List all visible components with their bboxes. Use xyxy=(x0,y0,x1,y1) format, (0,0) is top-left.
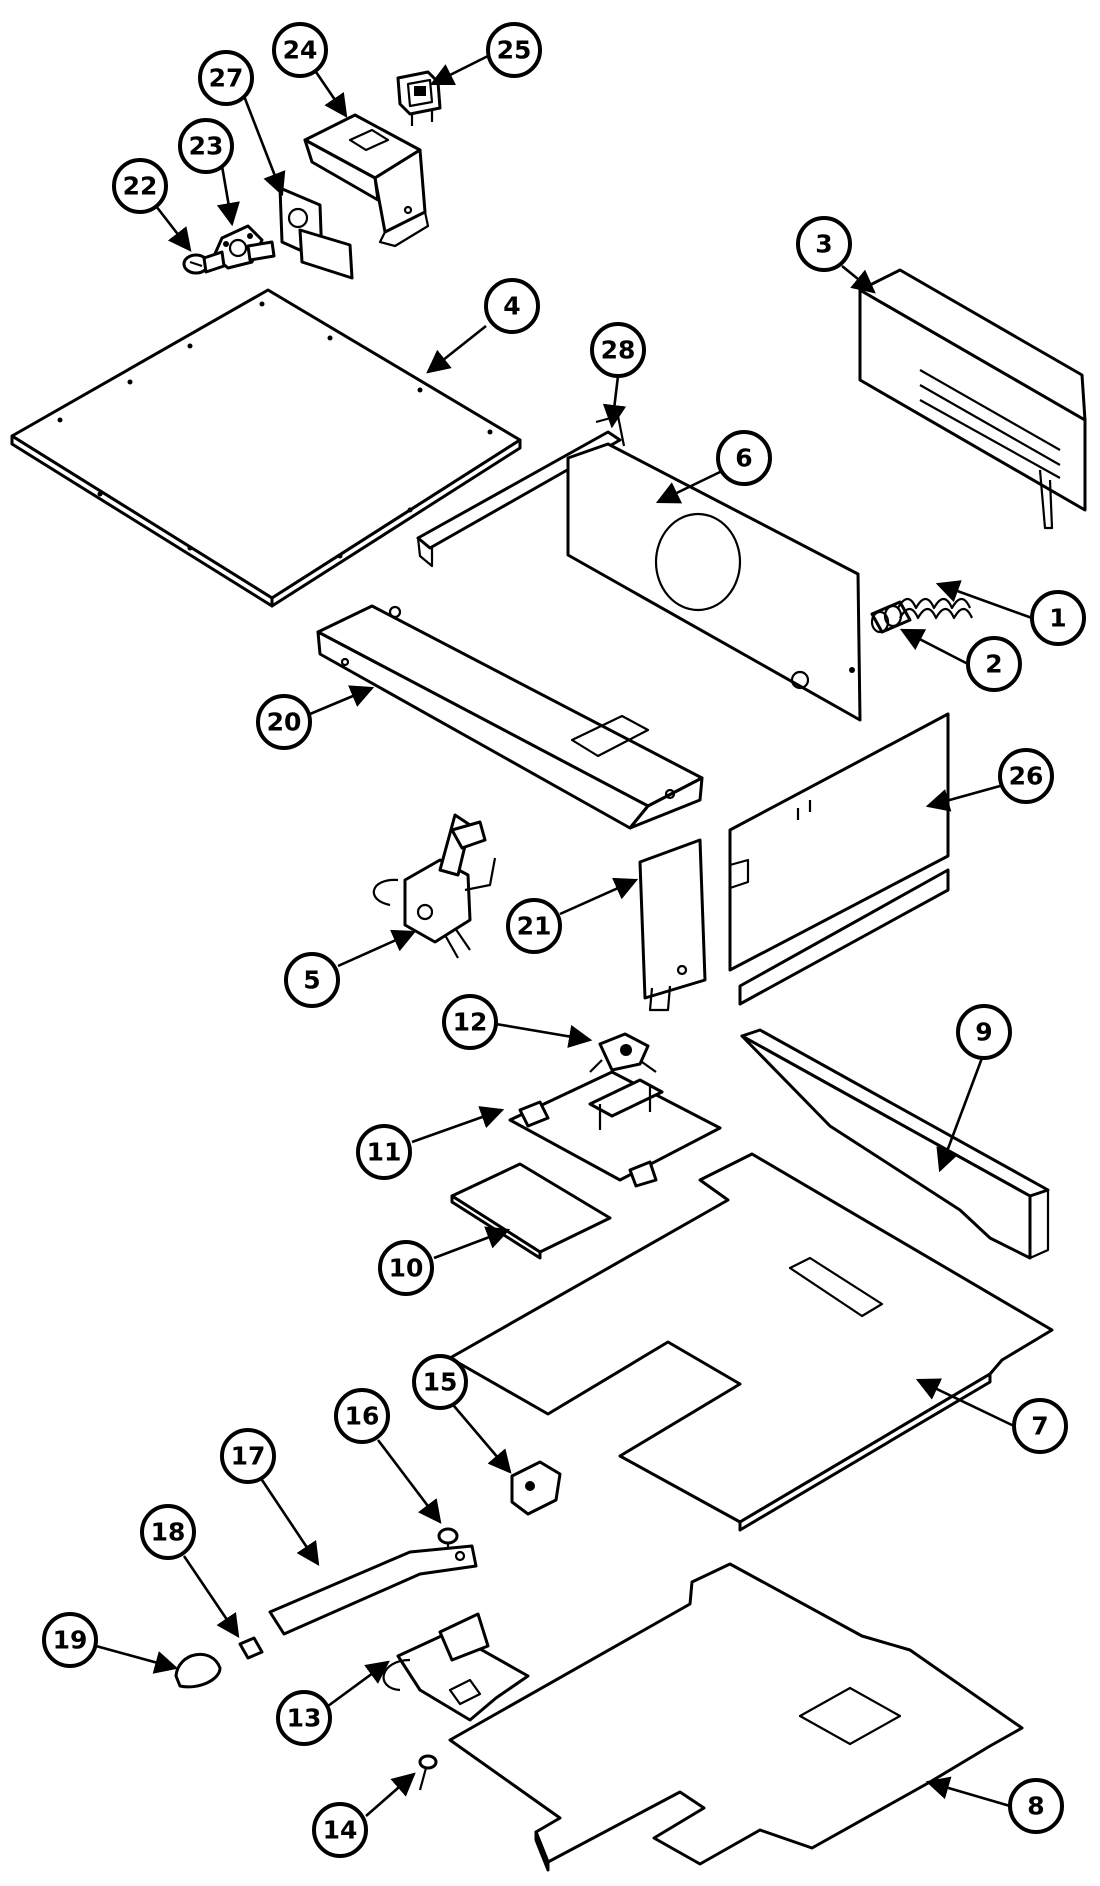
callout-17: 17 xyxy=(220,1428,276,1484)
callout-19: 19 xyxy=(42,1612,98,1668)
svg-text:23: 23 xyxy=(189,132,224,161)
svg-text:26: 26 xyxy=(1009,762,1044,791)
part-mounting-plate xyxy=(278,186,354,280)
part-knob xyxy=(174,1652,222,1689)
svg-text:24: 24 xyxy=(283,36,318,65)
svg-text:21: 21 xyxy=(517,912,552,941)
svg-text:19: 19 xyxy=(53,1626,88,1655)
svg-text:5: 5 xyxy=(303,966,320,995)
leader-lines xyxy=(95,54,1033,1817)
svg-text:22: 22 xyxy=(123,172,158,201)
callout-21: 21 xyxy=(506,898,562,954)
callout-23: 23 xyxy=(178,118,234,174)
callout-15: 15 xyxy=(412,1354,468,1410)
callout-5: 5 xyxy=(284,952,340,1008)
svg-text:15: 15 xyxy=(423,1368,458,1397)
callout-6: 6 xyxy=(716,430,772,486)
svg-text:27: 27 xyxy=(209,64,244,93)
svg-text:12: 12 xyxy=(453,1008,488,1037)
part-fan-shroud xyxy=(566,442,862,722)
part-flat-plate xyxy=(450,1162,612,1260)
part-bracket-plate xyxy=(638,838,707,1012)
part-limit-switch xyxy=(510,1460,562,1516)
callout-8: 8 xyxy=(1008,1778,1064,1834)
callout-10: 10 xyxy=(378,1240,434,1296)
svg-text:25: 25 xyxy=(497,36,532,65)
callout-1: 1 xyxy=(1030,590,1086,646)
callout-3: 3 xyxy=(796,216,852,272)
part-fan-motor xyxy=(372,813,497,959)
callout-2: 2 xyxy=(966,636,1022,692)
callout-12: 12 xyxy=(442,994,498,1050)
part-top-panel xyxy=(10,288,522,608)
part-mounting-bracket xyxy=(508,1070,722,1188)
svg-text:16: 16 xyxy=(345,1402,380,1431)
svg-text:6: 6 xyxy=(735,444,752,473)
callout-27: 27 xyxy=(198,50,254,106)
part-bottom-panel xyxy=(448,1562,1024,1872)
part-spring xyxy=(897,597,974,620)
svg-text:28: 28 xyxy=(601,336,636,365)
svg-text:1: 1 xyxy=(1049,604,1066,633)
svg-text:3: 3 xyxy=(815,230,832,259)
svg-text:18: 18 xyxy=(151,1518,186,1547)
callouts: 1 2 3 4 5 6 7 8 9 10 11 12 13 14 15 16 1… xyxy=(42,22,1086,1858)
svg-text:20: 20 xyxy=(267,708,302,737)
svg-text:7: 7 xyxy=(1031,1412,1048,1441)
callout-16: 16 xyxy=(334,1388,390,1444)
callout-9: 9 xyxy=(956,1004,1012,1060)
callout-4: 4 xyxy=(484,278,540,334)
svg-text:8: 8 xyxy=(1027,1792,1044,1821)
part-base-panel xyxy=(448,1152,1054,1532)
part-thermostat xyxy=(589,1032,657,1073)
svg-text:4: 4 xyxy=(503,292,520,321)
callout-13: 13 xyxy=(276,1690,332,1746)
callout-25: 25 xyxy=(486,22,542,78)
callout-20: 20 xyxy=(256,694,312,750)
part-fitting xyxy=(870,600,912,634)
part-lever-arm xyxy=(268,1544,478,1636)
part-rear-channel xyxy=(858,268,1087,530)
svg-text:17: 17 xyxy=(231,1442,266,1471)
callout-11: 11 xyxy=(356,1124,412,1180)
svg-text:9: 9 xyxy=(975,1018,992,1047)
part-screw-latch xyxy=(418,1754,438,1791)
part-side-panel xyxy=(728,712,950,1006)
part-center-channel xyxy=(316,604,704,830)
svg-text:13: 13 xyxy=(287,1704,322,1733)
part-screw xyxy=(182,250,226,275)
part-rail xyxy=(740,1028,1050,1260)
part-latch-assembly xyxy=(382,1612,530,1722)
callout-22: 22 xyxy=(112,158,168,214)
callout-24: 24 xyxy=(272,22,328,78)
svg-text:11: 11 xyxy=(367,1138,402,1167)
callout-26: 26 xyxy=(998,748,1054,804)
callout-18: 18 xyxy=(140,1504,196,1560)
part-clip xyxy=(238,1636,264,1660)
svg-text:14: 14 xyxy=(323,1816,358,1845)
svg-text:2: 2 xyxy=(985,650,1002,679)
part-switch xyxy=(396,70,442,126)
callout-7: 7 xyxy=(1012,1398,1068,1454)
callout-28: 28 xyxy=(590,322,646,378)
callout-14: 14 xyxy=(312,1802,368,1858)
svg-text:10: 10 xyxy=(389,1254,424,1283)
part-housing-bracket xyxy=(303,113,430,248)
